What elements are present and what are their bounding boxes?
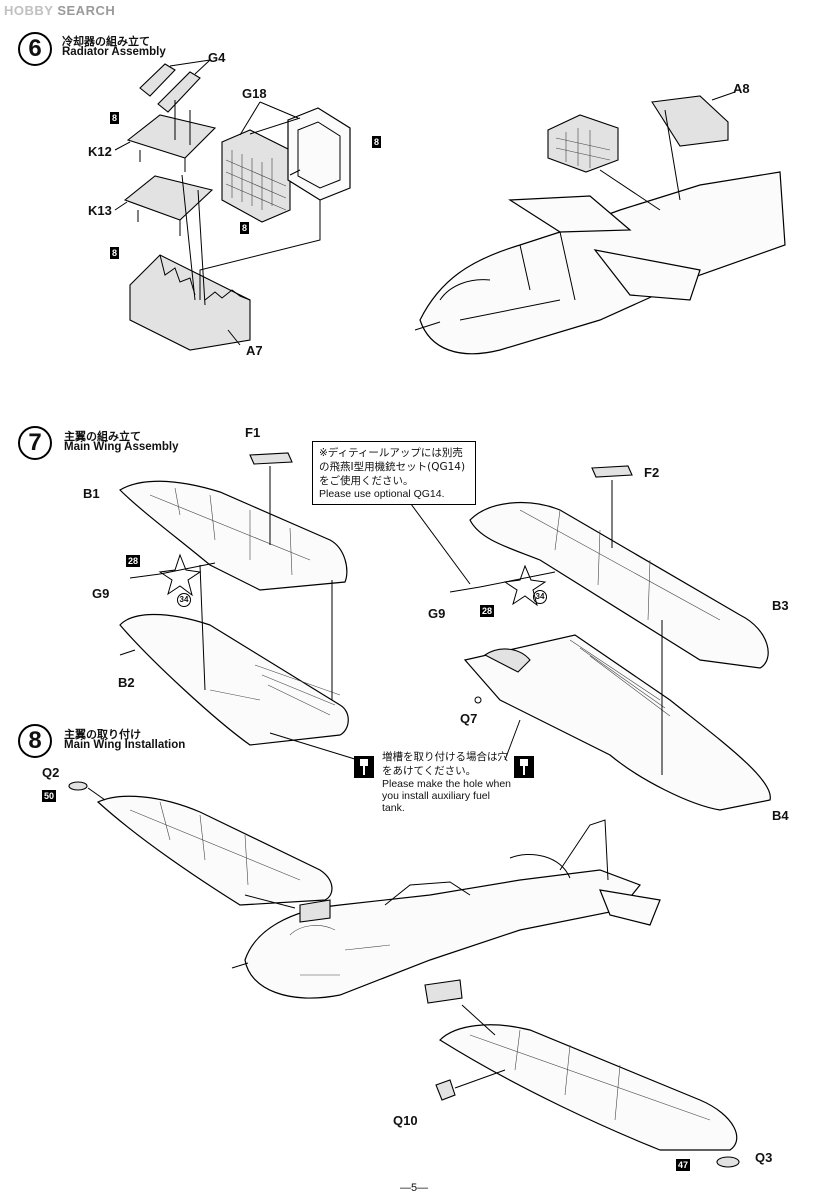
left-wing-drawing xyxy=(119,452,359,761)
step-8-title-en: Main Wing Installation xyxy=(64,739,186,751)
part-star-left xyxy=(158,553,202,597)
label-q2: Q2 xyxy=(42,765,60,780)
label-a7: A7 xyxy=(246,343,263,358)
step-8-title-jp: 主翼の取り付け xyxy=(64,728,141,741)
label-f1: F1 xyxy=(245,425,261,440)
part-b2 xyxy=(119,613,349,746)
ref-8-g18: 8 xyxy=(240,222,250,234)
radiator-module xyxy=(547,114,619,173)
wing-stub-right xyxy=(593,249,701,301)
part-a8 xyxy=(651,95,729,147)
fuel-tank-hole-note-en2: you install auxiliary fuel tank. xyxy=(382,790,490,814)
label-b2: B2 xyxy=(118,675,135,690)
left-wing-assembled xyxy=(96,795,333,906)
watermark-brand: HOBBY xyxy=(4,3,54,18)
right-wing-assembled xyxy=(439,1024,738,1151)
radiator-frame xyxy=(287,107,351,201)
label-k13: K13 xyxy=(88,203,112,218)
watermark-suffix: SEARCH xyxy=(57,3,116,18)
drill-icon-right xyxy=(514,756,534,778)
label-g4: G4 xyxy=(208,50,226,65)
part-q10 xyxy=(435,1079,456,1101)
part-g18 xyxy=(221,129,291,223)
label-q3: Q3 xyxy=(755,1150,773,1165)
ref-28-left: 28 xyxy=(126,555,141,567)
fuselage-drawing xyxy=(414,91,786,355)
label-b4: B4 xyxy=(772,808,789,823)
label-g9-right: G9 xyxy=(428,606,446,621)
optional-gun-note-en: Please use optional QG14. xyxy=(319,488,445,500)
fuselage-front xyxy=(419,171,786,355)
label-b3: B3 xyxy=(772,598,789,613)
ref-50: 50 xyxy=(42,790,57,802)
part-q3 xyxy=(716,1156,740,1168)
step-7-title-en: Main Wing Assembly xyxy=(64,441,179,453)
part-b4 xyxy=(463,634,771,811)
radiator-parts-drawing xyxy=(114,59,351,351)
fuel-tank-hole-note-jp: 増槽を取り付ける場合は穴をあけてください。 xyxy=(382,751,508,777)
ref-34-left: 34 xyxy=(177,593,191,607)
part-f1 xyxy=(249,452,293,465)
optional-gun-note: ※ディティールアップには別売の飛燕I型用機銃セット(QG14)をご使用ください。… xyxy=(312,441,476,505)
label-g9-left: G9 xyxy=(92,586,110,601)
part-k12 xyxy=(126,114,217,159)
optional-gun-note-jp: ※ディティールアップには別売の飛燕I型用機銃セット(QG14)をご使用ください。 xyxy=(319,447,466,487)
ref-34-right: 34 xyxy=(533,590,547,604)
step-7-title-jp: 主翼の組み立て xyxy=(64,430,141,443)
part-g4-left xyxy=(139,63,176,97)
step-8-number: 8 xyxy=(18,724,52,758)
ref-47: 47 xyxy=(676,1159,691,1171)
label-q7: Q7 xyxy=(460,711,478,726)
label-a8: A8 xyxy=(733,81,750,96)
step-7-number: 7 xyxy=(18,426,52,460)
right-wing-drawing xyxy=(407,465,771,811)
part-b3 xyxy=(469,502,769,669)
part-g4-right xyxy=(157,71,201,113)
wing-stub-left xyxy=(508,195,632,233)
ref-8-frame: 8 xyxy=(372,136,382,148)
fuel-tank-hole-note: 増槽を取り付ける場合は穴をあけてください。 Please make the ho… xyxy=(382,750,512,814)
label-k12: K12 xyxy=(88,144,112,159)
page-number: —5— xyxy=(400,1182,429,1194)
label-f2: F2 xyxy=(644,465,660,480)
part-k13 xyxy=(123,175,214,221)
step-6-title-jp: 冷却器の組み立て xyxy=(62,35,150,48)
drill-icon xyxy=(354,756,374,778)
part-b1 xyxy=(119,480,348,591)
label-b1: B1 xyxy=(83,486,100,501)
label-q10: Q10 xyxy=(393,1113,418,1128)
step-6-title-en: Radiator Assembly xyxy=(62,46,166,58)
ref-28-right: 28 xyxy=(480,605,495,617)
fuel-tank-hole-note-en1: Please make the hole when xyxy=(382,778,511,790)
ref-8-k12: 8 xyxy=(110,112,120,124)
ref-8-k13: 8 xyxy=(110,247,120,259)
fuselage-assembled xyxy=(244,869,641,999)
installation-drawing xyxy=(68,781,740,1168)
step-6-number: 6 xyxy=(18,32,52,66)
label-g18: G18 xyxy=(242,86,267,101)
part-f2 xyxy=(591,465,633,478)
watermark: HOBBY SEARCH xyxy=(4,3,115,18)
part-q2 xyxy=(68,781,88,791)
